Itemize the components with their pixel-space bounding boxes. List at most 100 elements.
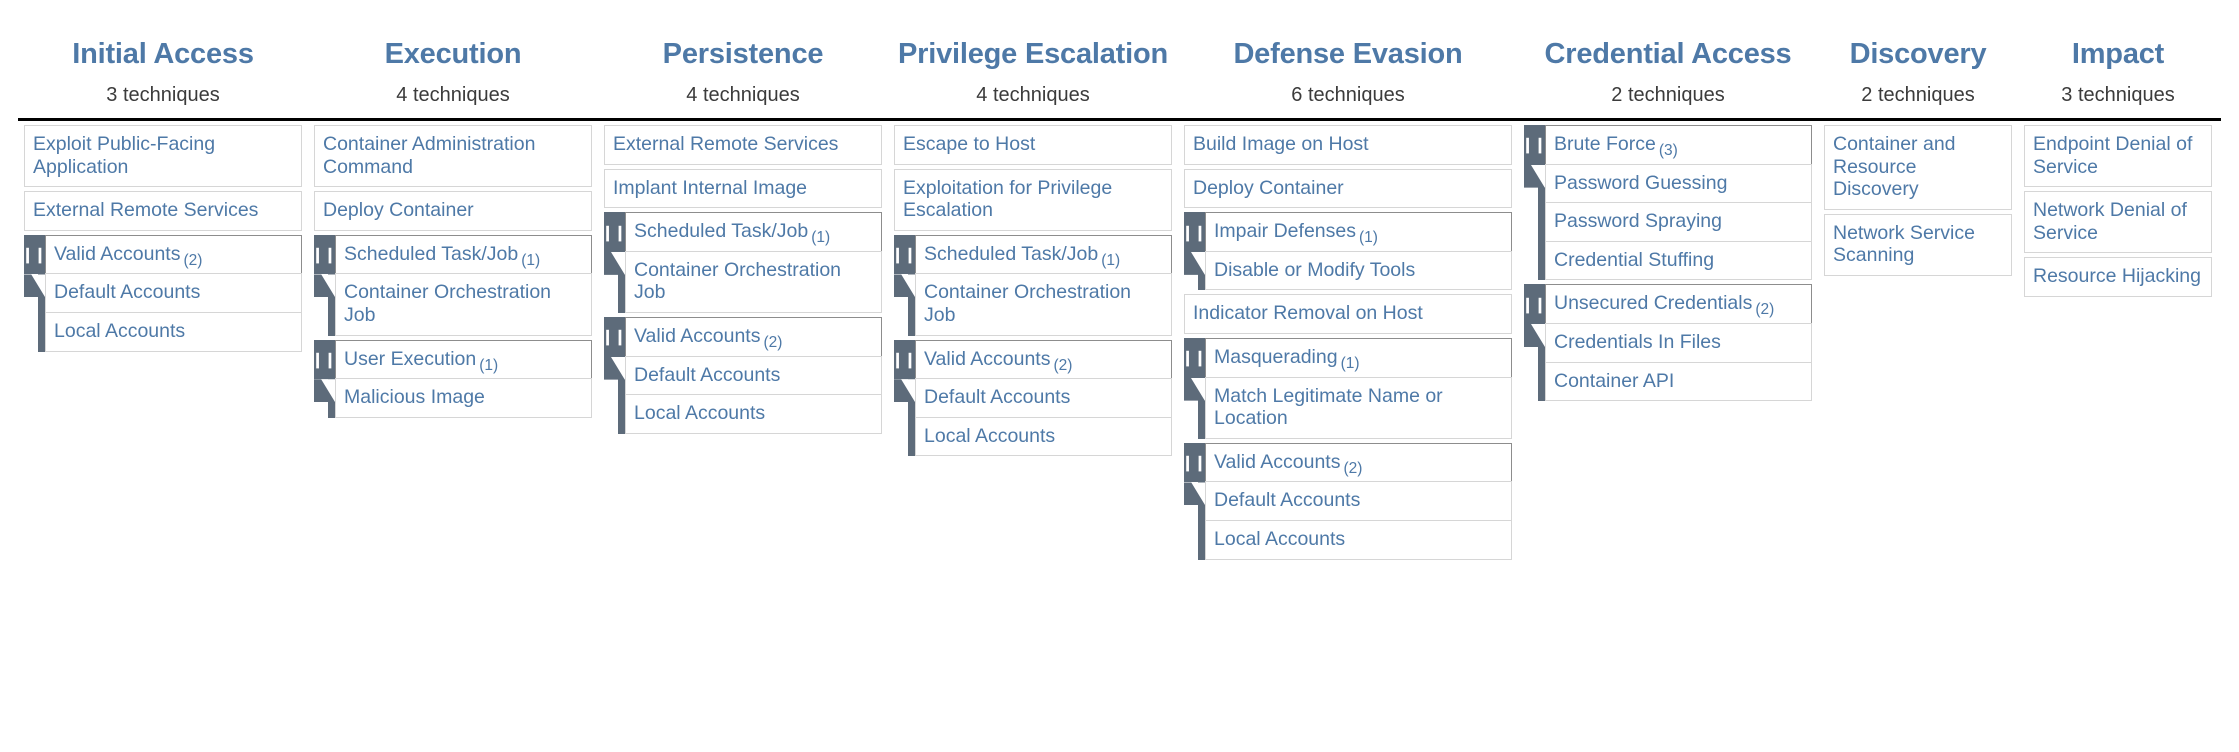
- subtechnique-count-badge: (2): [1053, 356, 1073, 374]
- technique-cell[interactable]: Scheduled Task/Job(1): [915, 234, 1172, 275]
- technique-row: Endpoint Denial of Service: [2024, 125, 2212, 188]
- technique-cell[interactable]: Exploit Public-Facing Application: [24, 125, 302, 188]
- tactic-title: Defense Evasion: [1233, 37, 1463, 70]
- subtechnique-cell[interactable]: Local Accounts: [915, 416, 1172, 457]
- subtechnique-cell[interactable]: Default Accounts: [625, 355, 882, 396]
- technique-cell[interactable]: External Remote Services: [604, 125, 882, 165]
- technique-block: Container and Resource Discovery: [1824, 125, 2012, 210]
- pause-bars-glyph: ❙❙: [602, 223, 627, 241]
- collapse-subtechniques-icon[interactable]: ❙❙: [892, 234, 915, 275]
- technique-cell[interactable]: Exploitation for Privilege Escalation: [894, 168, 1172, 231]
- technique-cell[interactable]: External Remote Services: [24, 191, 302, 231]
- subtechnique-cell[interactable]: Disable or Modify Tools: [1205, 250, 1512, 291]
- subtechnique-cell[interactable]: Container Orchestration Job: [625, 250, 882, 314]
- technique-cell[interactable]: Valid Accounts(2): [45, 234, 302, 275]
- collapse-subtechniques-icon[interactable]: ❙❙: [1522, 284, 1545, 325]
- pause-bars-glyph: ❙❙: [1182, 349, 1207, 367]
- technique-label: Implant Internal Image: [613, 176, 808, 199]
- technique-cell[interactable]: Valid Accounts(2): [915, 339, 1172, 380]
- technique-row: ❙❙Masquerading(1): [1182, 338, 1512, 378]
- technique-cell[interactable]: Implant Internal Image: [604, 168, 882, 209]
- technique-cell[interactable]: Build Image on Host: [1184, 125, 1512, 165]
- technique-cell[interactable]: Resource Hijacking: [2024, 257, 2212, 298]
- technique-label: Valid Accounts: [54, 242, 181, 265]
- collapse-subtechniques-icon[interactable]: ❙❙: [1182, 442, 1205, 483]
- technique-block: Network Denial of Service: [2024, 191, 2212, 254]
- technique-cell[interactable]: Unsecured Credentials(2): [1545, 284, 1812, 325]
- subtechnique-cell[interactable]: Local Accounts: [625, 394, 882, 434]
- subtechnique-cell[interactable]: Credentials In Files: [1545, 323, 1812, 363]
- collapse-subtechniques-icon[interactable]: ❙❙: [892, 339, 915, 380]
- connector-triangle-icon: [1184, 482, 1205, 506]
- subtechnique-cell[interactable]: Container API: [1545, 361, 1812, 402]
- technique-cell[interactable]: Container and Resource Discovery: [1824, 125, 2012, 210]
- subtechnique-cell[interactable]: Container Orchestration Job: [335, 273, 592, 336]
- subtechnique-cell[interactable]: Local Accounts: [1205, 520, 1512, 560]
- technique-cell[interactable]: Deploy Container: [314, 191, 592, 231]
- technique-cell[interactable]: Endpoint Denial of Service: [2024, 125, 2212, 188]
- technique-cell[interactable]: Scheduled Task/Job(1): [625, 212, 882, 252]
- technique-label: Masquerading: [1214, 346, 1338, 369]
- connector-triangle-icon: [604, 356, 625, 380]
- technique-cell[interactable]: Valid Accounts(2): [625, 317, 882, 357]
- technique-cell[interactable]: Container Administration Command: [314, 125, 592, 188]
- collapse-subtechniques-icon[interactable]: ❙❙: [602, 317, 625, 357]
- technique-block: ❙❙User Execution(1)Malicious Image: [312, 339, 592, 418]
- subtechnique-connector: [1184, 377, 1205, 439]
- technique-row: ❙❙Scheduled Task/Job(1): [602, 212, 882, 252]
- subtechnique-connector: [604, 356, 625, 434]
- technique-cell[interactable]: Masquerading(1): [1205, 338, 1512, 378]
- technique-label: Impair Defenses: [1214, 220, 1356, 243]
- subtechnique-cell[interactable]: Container Orchestration Job: [915, 273, 1172, 336]
- tactic-technique-count: 2 techniques: [1861, 84, 1975, 106]
- subtechnique-count-badge: (1): [811, 229, 831, 247]
- technique-cell[interactable]: User Execution(1): [335, 339, 592, 380]
- collapse-subtechniques-icon[interactable]: ❙❙: [602, 212, 627, 252]
- subtechnique-cell[interactable]: Match Legitimate Name or Location: [1205, 376, 1512, 439]
- subtechnique-connector: [314, 379, 335, 418]
- subtechnique-cell[interactable]: Default Accounts: [915, 378, 1172, 418]
- technique-cell[interactable]: Deploy Container: [1184, 168, 1512, 209]
- technique-row: Escape to Host: [894, 125, 1172, 165]
- technique-block: ❙❙Impair Defenses(1)Disable or Modify To…: [1182, 212, 1512, 291]
- technique-cell[interactable]: Network Service Scanning: [1824, 213, 2012, 277]
- collapse-subtechniques-icon[interactable]: ❙❙: [1522, 125, 1545, 165]
- subtechnique-cell[interactable]: Malicious Image: [335, 378, 592, 418]
- technique-cell[interactable]: Scheduled Task/Job(1): [335, 234, 592, 275]
- subtechnique-cell[interactable]: Credential Stuffing: [1545, 240, 1812, 281]
- subtechnique-count-badge: (2): [1755, 301, 1775, 319]
- collapse-subtechniques-icon[interactable]: ❙❙: [312, 234, 335, 275]
- technique-cell[interactable]: Valid Accounts(2): [1205, 442, 1512, 483]
- technique-cell[interactable]: Brute Force(3): [1545, 125, 1812, 165]
- subtechnique-cell[interactable]: Local Accounts: [45, 312, 302, 352]
- subtechnique-cell[interactable]: Password Spraying: [1545, 202, 1812, 242]
- technique-block: ❙❙Unsecured Credentials(2)Credentials In…: [1522, 284, 1812, 402]
- collapse-subtechniques-icon[interactable]: ❙❙: [1182, 212, 1205, 252]
- technique-cell[interactable]: Network Denial of Service: [2024, 191, 2212, 254]
- subtechnique-cell[interactable]: Password Guessing: [1545, 163, 1812, 204]
- subtechnique-cell[interactable]: Default Accounts: [45, 273, 302, 314]
- subtechnique-group: Container Orchestration Job: [604, 250, 882, 314]
- technique-cell[interactable]: Indicator Removal on Host: [1184, 294, 1512, 335]
- subtechnique-connector: [1184, 251, 1205, 291]
- subtechnique-count-badge: (1): [1340, 355, 1360, 373]
- subtechnique-cell[interactable]: Default Accounts: [1205, 481, 1512, 522]
- technique-cell[interactable]: Impair Defenses(1): [1205, 212, 1512, 252]
- collapse-subtechniques-icon[interactable]: ❙❙: [312, 339, 335, 380]
- technique-cell[interactable]: Escape to Host: [894, 125, 1172, 165]
- collapse-subtechniques-icon[interactable]: ❙❙: [22, 234, 45, 275]
- collapse-subtechniques-icon[interactable]: ❙❙: [1182, 338, 1207, 378]
